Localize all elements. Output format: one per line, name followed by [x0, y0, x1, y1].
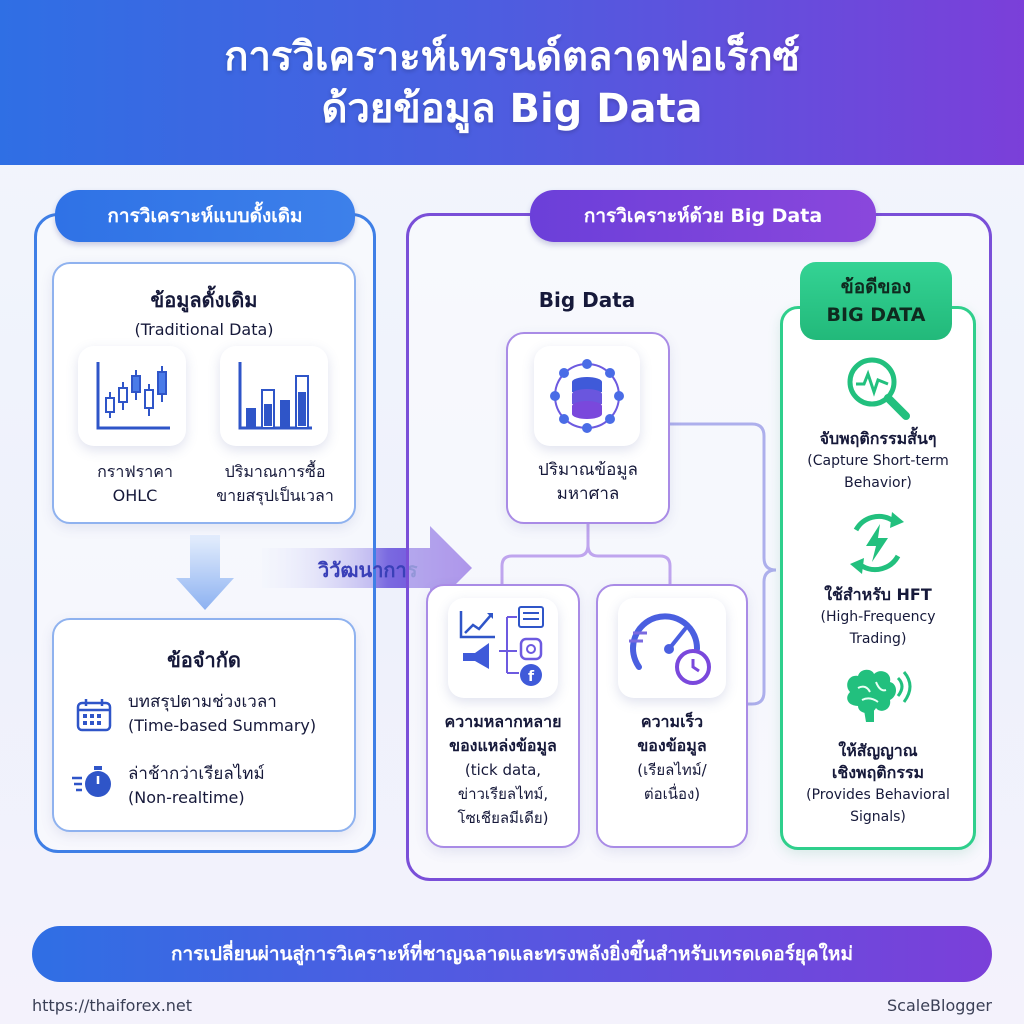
advantage-short-term-sub2: Behavior): [844, 475, 912, 491]
calendar-icon: [76, 699, 112, 732]
advantage-hft-sub2: Trading): [849, 631, 907, 647]
time-summary-label: บทสรุปตามช่วงเวลา: [128, 692, 277, 712]
conclusion-banner: การเปลี่ยนผ่านสู่การวิเคราะห์ที่ชาญฉลาดแ…: [32, 926, 992, 982]
velocity-sub1: (เรียลไทม์/: [637, 761, 707, 779]
brain-signal-icon: [847, 669, 912, 722]
variety-line1: ความหลากหลาย: [444, 712, 562, 731]
advantage-behavioral-title: ให้สัญญาณ: [838, 741, 918, 760]
volume-label-line1: ปริมาณการซื้อ: [224, 462, 326, 481]
candlestick-chart-icon: [78, 346, 186, 446]
advantage-behavioral-sub2: Signals): [850, 809, 906, 825]
variety-sub1: (tick data,: [464, 761, 542, 779]
svg-text:f: f: [528, 669, 535, 685]
limitations-title: ข้อจำกัด: [167, 648, 241, 672]
evolution-label: วิวัฒนาการ: [318, 558, 418, 582]
advantages-title-line2: BIG DATA: [826, 304, 926, 326]
variety-line2: ของแหล่งข้อมูล: [449, 736, 557, 755]
connector-velocity-advantages: [748, 568, 777, 706]
volume-card: [506, 332, 670, 524]
advantage-behavioral-title2: เชิงพฤติกรรม: [831, 763, 925, 782]
ohlc-label-line1: กราฟราคา: [97, 462, 173, 481]
non-realtime-sub: (Non-realtime): [128, 788, 245, 807]
volume-line2: มหาศาล: [556, 484, 620, 504]
limitations-card: ข้อจำกัด: [52, 618, 356, 832]
down-arrow-icon: [176, 535, 234, 610]
traditional-data-subtitle: (Traditional Data): [134, 320, 274, 339]
volume-summary-label: ปริมาณการซื้อ ขายสรุปเป็นเวลา: [200, 460, 350, 508]
source-url: https://thaiforex.net: [32, 996, 193, 1015]
data-sources-icon: f: [448, 598, 558, 698]
advantage-short-term: จับพฤติกรรมสั้นๆ (Capture Short-term Beh…: [782, 428, 974, 494]
advantage-short-term-title: จับพฤติกรรมสั้นๆ: [819, 429, 937, 448]
volume-label-line2: ขายสรุปเป็นเวลา: [216, 486, 334, 505]
velocity-label: ความเร็ว ของข้อมูล (เรียลไทม์/ ต่อเนื่อง…: [596, 710, 748, 806]
traditional-data-title: ข้อมูลดั้งเดิม: [150, 288, 258, 312]
variety-sub3: โซเชียลมีเดีย): [457, 809, 549, 827]
advantage-behavioral-sub1: (Provides Behavioral: [806, 787, 950, 803]
speedometer-clock-icon: [618, 598, 726, 698]
advantage-short-term-sub1: (Capture Short-term: [807, 453, 949, 469]
ohlc-label-line2: OHLC: [112, 486, 158, 505]
page-title-line2: ด้วยข้อมูล Big Data: [321, 85, 703, 132]
evolution-arrow-icon: [262, 526, 472, 610]
traditional-section-label: การวิเคราะห์แบบดั้งเดิม: [55, 190, 355, 242]
advantages-panel: [780, 306, 976, 850]
connector-volume-advantages: [668, 422, 777, 572]
non-realtime-item: ล่าช้ากว่าเรียลไทม์ (Non-realtime): [128, 762, 265, 810]
page-title-line1: การวิเคราะห์เทรนด์ตลาดฟอเร็กซ์: [224, 33, 800, 80]
bigdata-heading: Big Data: [538, 288, 636, 312]
magnifier-pulse-icon: [847, 357, 910, 420]
time-summary-item: บทสรุปตามช่วงเวลา (Time-based Summary): [128, 690, 316, 738]
connector-volume-velocity: [586, 544, 672, 584]
lightning-arrows-icon: [850, 512, 904, 574]
header-banner: การวิเคราะห์เทรนด์ตลาดฟอเร็กซ์ ด้วยข้อมู…: [0, 0, 1024, 165]
bigdata-section-label: การวิเคราะห์ด้วย Big Data: [530, 190, 876, 242]
velocity-line1: ความเร็ว: [640, 712, 704, 731]
non-realtime-label: ล่าช้ากว่าเรียลไทม์: [128, 764, 265, 784]
database-network-icon: [534, 346, 640, 446]
advantage-behavioral: ให้สัญญาณ เชิงพฤติกรรม (Provides Behavio…: [782, 740, 974, 828]
variety-label: ความหลากหลาย ของแหล่งข้อมูล (tick data, …: [426, 710, 580, 830]
time-summary-sub: (Time-based Summary): [128, 716, 317, 735]
advantages-title-line1: ข้อดีของ: [840, 276, 912, 298]
volume-line1: ปริมาณข้อมูล: [538, 460, 638, 480]
bar-chart-icon: [220, 346, 328, 446]
ohlc-chart-label: กราฟราคา OHLC: [60, 460, 210, 508]
velocity-sub2: ต่อเนื่อง): [643, 785, 701, 803]
volume-label: ปริมาณข้อมูล มหาศาล: [506, 458, 670, 506]
advantages-title: ข้อดีของ BIG DATA: [800, 262, 952, 340]
brand-label: ScaleBlogger: [887, 996, 992, 1015]
variety-sub2: ข่าวเรียลไทม์,: [457, 785, 549, 803]
advantage-hft: ใช้สำหรับ HFT (High-Frequency Trading): [782, 584, 974, 650]
velocity-line2: ของข้อมูล: [637, 736, 707, 755]
advantage-hft-title: ใช้สำหรับ HFT: [824, 585, 932, 604]
advantage-hft-sub1: (High-Frequency: [820, 609, 936, 625]
stopwatch-icon: [72, 766, 111, 797]
